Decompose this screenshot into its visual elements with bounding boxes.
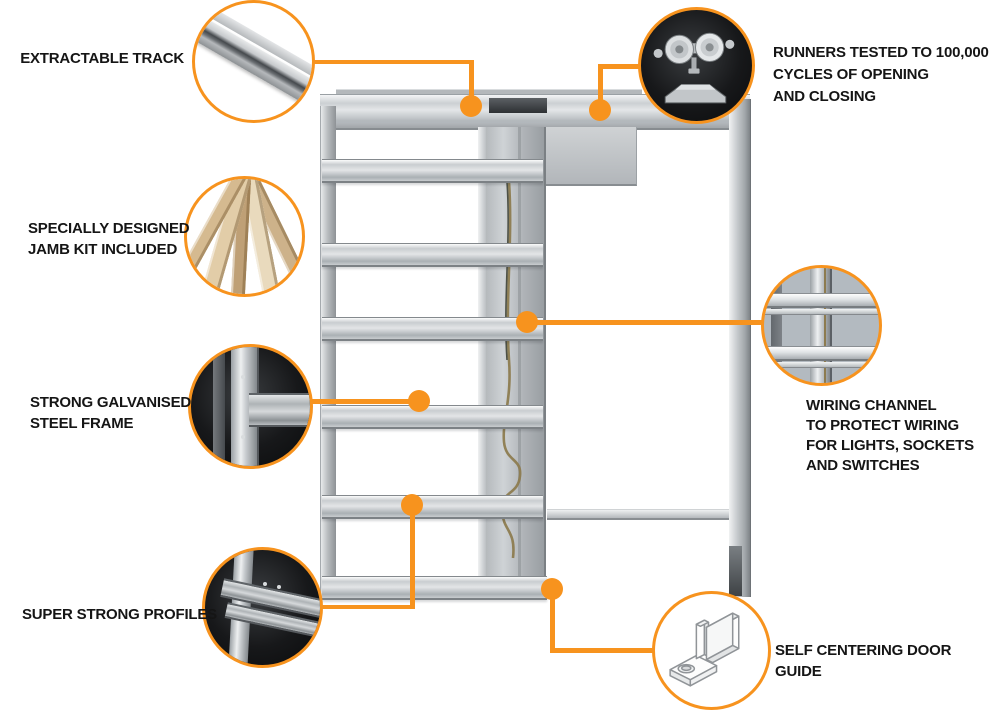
frame-rail <box>322 405 543 429</box>
screw-dot <box>241 375 245 379</box>
callout-dot-wiring-channel <box>516 311 538 333</box>
callout-label-runners: RUNNERS TESTED TO 100,000 CYCLES OF OPEN… <box>773 44 989 105</box>
cross-rail-shape <box>764 362 879 368</box>
cross-rail-shape <box>764 293 879 308</box>
wiring-channel-photo <box>764 268 879 383</box>
callout-circle-extractable-track <box>192 0 315 123</box>
frame-rail <box>322 317 543 341</box>
extractable-track-strip <box>336 89 642 96</box>
wiring-cable <box>500 181 522 559</box>
frame-rail <box>322 243 543 267</box>
frame-bottom-rail <box>322 576 547 600</box>
callout-label-jamb-kit: SPECIALLY DESIGNED JAMB KIT INCLUDED <box>28 220 190 258</box>
jamb-edge-shape <box>771 268 782 383</box>
callout-label-wiring-channel: WIRING CHANNEL TO PROTECT WIRING FOR LIG… <box>806 397 974 474</box>
callout-dot-super-strong-profiles <box>401 494 423 516</box>
frame-rail <box>322 495 543 519</box>
screw-dot <box>241 435 245 439</box>
jamb-kit-photo <box>187 179 302 294</box>
track-junction-block <box>489 98 547 113</box>
callout-label-galvanised-frame: STRONG GALVANISED STEEL FRAME <box>30 394 192 432</box>
callout-dot-runners <box>589 99 611 121</box>
steel-frame-photo <box>191 347 310 466</box>
doorway-mid-bar <box>547 509 737 520</box>
callout-circle-super-strong-profiles <box>202 547 323 668</box>
clad-panel <box>486 127 546 598</box>
left-post <box>320 106 336 598</box>
steel-post-shape <box>213 347 225 466</box>
callout-circle-wiring-channel <box>761 265 882 386</box>
callout-circle-jamb-kit <box>184 176 305 297</box>
callout-dot-galvanised-frame <box>408 390 430 412</box>
screw-dot <box>277 585 281 589</box>
screw-dot <box>263 582 267 586</box>
header-panel <box>546 127 637 186</box>
callout-dot-door-guide <box>541 578 563 600</box>
profiles-photo <box>205 550 320 665</box>
wire-shape <box>824 268 826 383</box>
clad-panel-seam <box>518 127 521 598</box>
cross-rail-shape <box>764 346 879 361</box>
door-guide-drawing <box>669 612 740 687</box>
callout-label-extractable-track: EXTRACTABLE TRACK <box>20 50 184 67</box>
callout-label-door-guide: SELF CENTERING DOOR GUIDE <box>775 642 952 680</box>
callout-circle-runners <box>638 7 755 124</box>
frame-rail <box>322 159 543 183</box>
callout-label-super-strong-profiles: SUPER STRONG PROFILES <box>22 606 217 623</box>
track-photo <box>195 3 312 120</box>
steel-rail-shape <box>249 393 310 427</box>
callout-dot-extractable-track <box>460 95 482 117</box>
callout-circle-door-guide <box>652 591 771 710</box>
runners-photo <box>653 32 735 104</box>
right-jamb-post-base <box>729 546 742 596</box>
right-jamb-post <box>729 99 751 597</box>
cross-rail-shape <box>764 309 879 315</box>
callout-circle-galvanised-frame <box>188 344 313 469</box>
